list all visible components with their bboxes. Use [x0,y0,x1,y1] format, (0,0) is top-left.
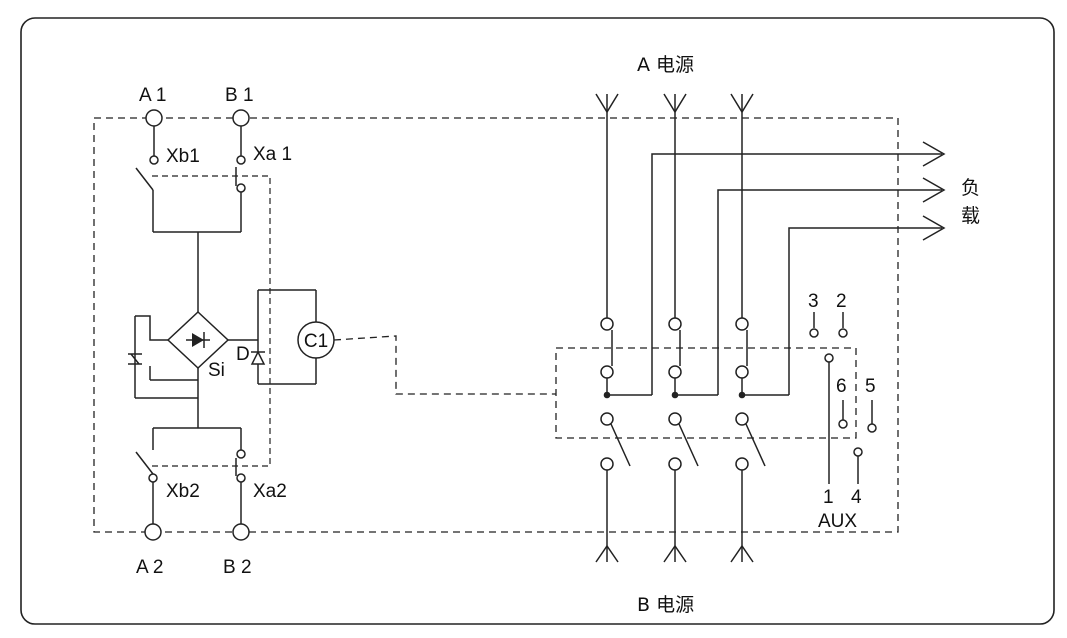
aux-label: AUX [818,511,857,532]
pole-3 [730,93,789,563]
b-source-label: B 电源 [637,594,694,616]
control-circuit [128,109,335,541]
pole-2 [663,93,718,563]
bridge-si-label: Si [208,360,225,381]
terminal-a2 [144,523,162,541]
aux-pin-6: 6 [836,376,847,397]
contact-xa2-label: Xa2 [253,481,287,502]
diode-d [250,350,266,365]
contact-xb1-label: Xb1 [166,146,200,167]
enclosure-dashed-box [93,117,899,533]
load-line-2 [717,189,942,395]
aux-pin-3: 3 [808,291,819,312]
load-label-line1: 负 [961,177,980,199]
aux-pin-1: 1 [823,487,834,508]
contact-xb2-blade [135,451,154,475]
coil-coupling-dashed [333,335,556,395]
terminal-a1-label: A 1 [139,85,166,106]
terminal-a1 [145,109,163,127]
contact-xb1-top [149,155,159,165]
terminal-a2-label: A 2 [136,557,163,578]
contact-xb2-bottom [148,473,158,483]
terminal-b1-label: B 1 [225,85,254,106]
terminal-b2 [232,523,250,541]
contact-xa1-label: Xa 1 [253,144,292,165]
mechanical-link-dashed [152,175,271,467]
outer-frame [20,17,1055,625]
main-switch-poles [595,93,946,563]
pole-1 [595,93,652,563]
aux-pin-5: 5 [865,376,876,397]
varistor [128,353,142,365]
load-label-line2: 载 [961,205,980,227]
aux-pin-2: 2 [836,291,847,312]
terminal-b2-label: B 2 [223,557,252,578]
contact-xa1-bottom [236,183,246,193]
contact-xa2-top [236,449,246,459]
contact-xb2-label: Xb2 [166,481,200,502]
contact-xb1-blade [135,167,154,191]
coil-c1-label: C1 [304,331,328,352]
diode-d-label: D [236,344,250,365]
a-source-label: A 电源 [637,54,694,76]
switch-link-dashed-box [555,347,857,439]
terminal-b1 [232,109,250,127]
load-line-1 [651,153,942,395]
load-line-3 [788,227,942,395]
contact-xa2-bottom [236,473,246,483]
aux-pin-4: 4 [851,487,862,508]
contact-xa1-top [236,155,246,165]
